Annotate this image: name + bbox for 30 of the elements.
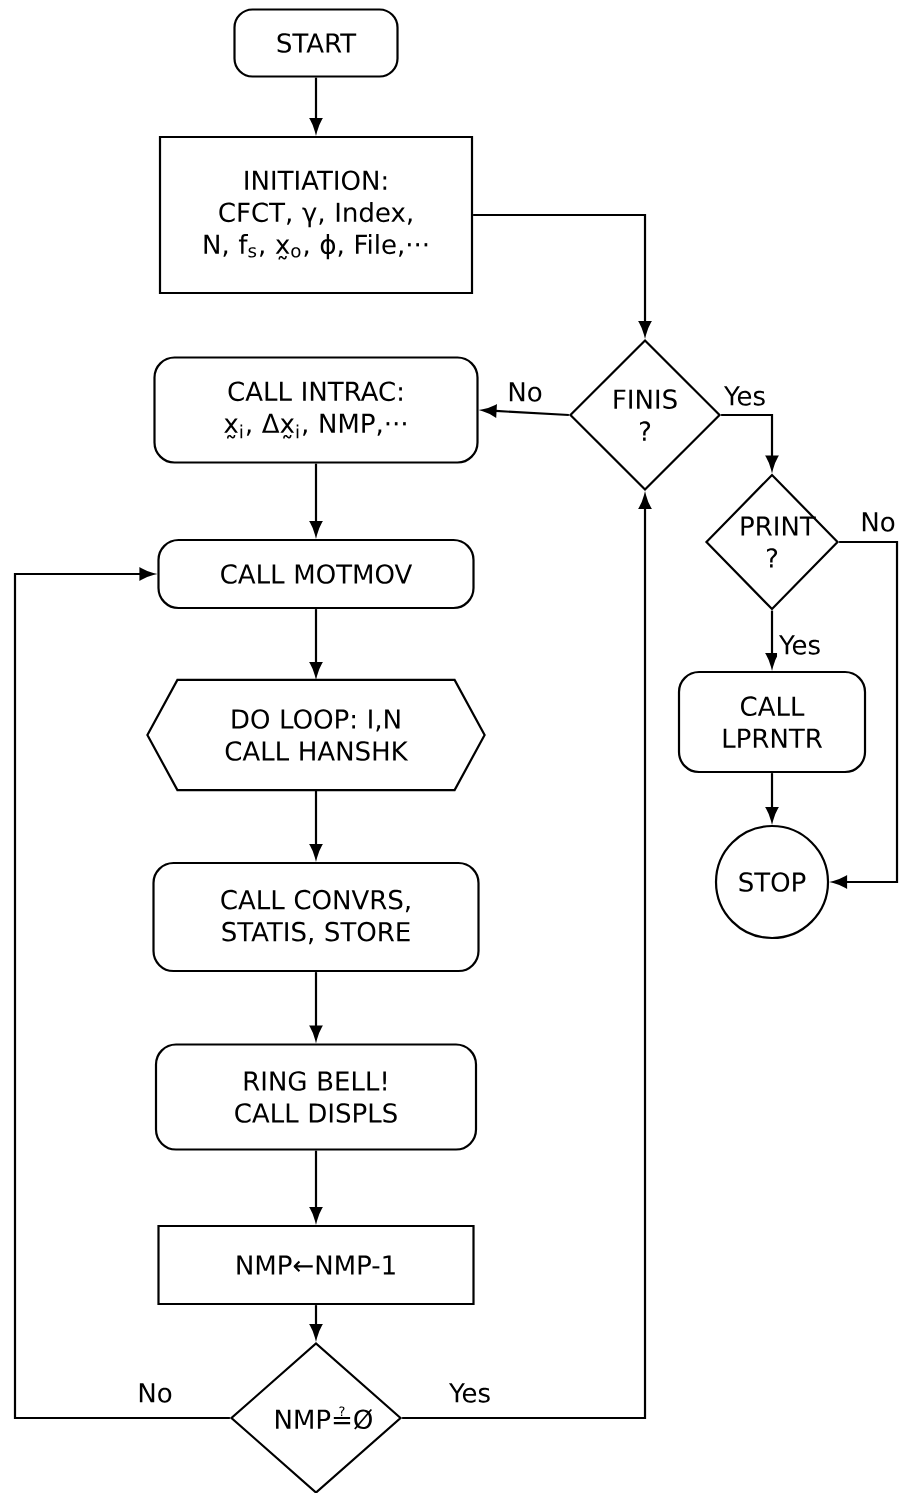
arrow bbox=[765, 610, 779, 668]
arrow bbox=[309, 1305, 323, 1339]
arrow bbox=[13, 567, 230, 1420]
arrow bbox=[309, 790, 323, 859]
process-box: CALL LPRNTR bbox=[677, 670, 867, 774]
process-box: RING BELL! CALL DISPLS bbox=[154, 1043, 478, 1151]
loop-hexagon: DO LOOP: I,N CALL HANSHK bbox=[146, 678, 486, 792]
arrow bbox=[765, 773, 779, 822]
process-box: CALL INTRAC: x̰$_{i}$, Δx̰$_{i}$, NMP,··· bbox=[153, 356, 479, 464]
edge-label: No bbox=[135, 1381, 175, 1405]
edge-label: Yes bbox=[447, 1381, 493, 1405]
edge-label: Yes bbox=[722, 384, 768, 408]
arrow bbox=[309, 1150, 323, 1222]
process-box: CALL MOTMOV bbox=[157, 538, 475, 610]
arrow bbox=[481, 404, 569, 418]
edge-label: Yes bbox=[777, 633, 823, 657]
arrow bbox=[309, 77, 323, 133]
arrow bbox=[832, 540, 899, 889]
arrow bbox=[309, 463, 323, 536]
process-box: NMP←NMP-1 bbox=[157, 1224, 475, 1306]
arrow bbox=[721, 413, 779, 471]
arrow bbox=[473, 213, 652, 336]
arrow bbox=[402, 494, 652, 1420]
process-box: INITIATION: CFCT, γ, Index, N, f$_{s}$, x̰$_{o}$, ϕ, File,··· bbox=[158, 135, 474, 295]
process-box: CALL CONVRS, STATIS, STORE bbox=[152, 861, 480, 973]
edge-label: No bbox=[505, 380, 545, 404]
arrow bbox=[309, 609, 323, 677]
edge-label: No bbox=[858, 510, 898, 534]
terminal-box: START bbox=[233, 8, 399, 78]
arrow bbox=[309, 972, 323, 1041]
